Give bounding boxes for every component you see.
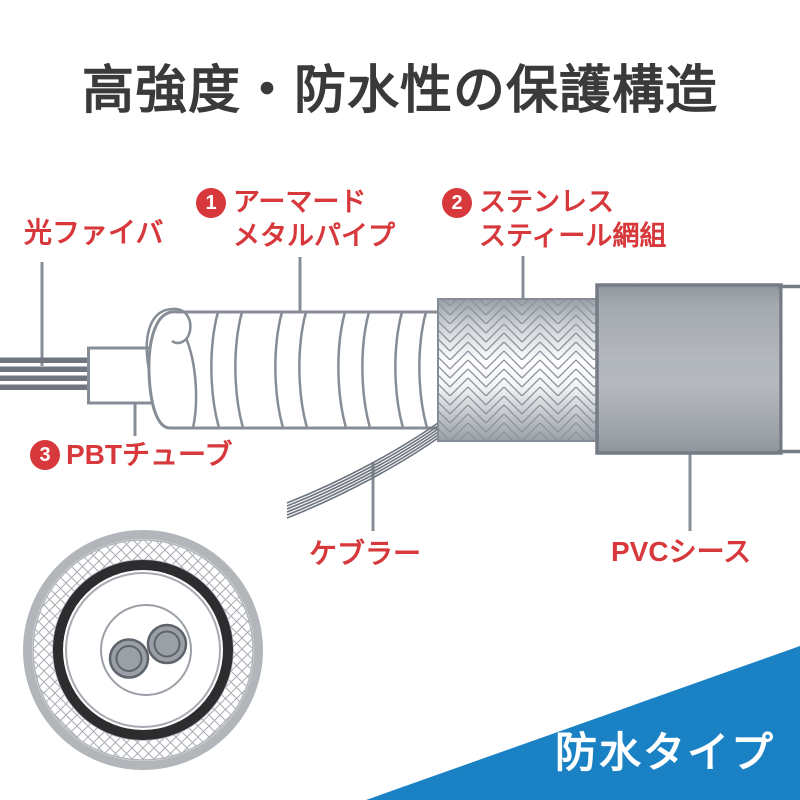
badge-3: 3 <box>30 440 60 470</box>
optical-fibers <box>0 357 92 390</box>
label-stainless-braid: ステンレス スティール網組 <box>479 185 666 253</box>
stainless-steel-braid <box>437 298 598 442</box>
cross-section-diagram <box>23 530 263 770</box>
label-stainless-line1: ステンレス <box>479 187 614 217</box>
label-optical-fiber: 光ファイバ <box>24 217 164 248</box>
kevlar-strands <box>286 412 453 519</box>
page-title: 高強度・防水性の保護構造 <box>81 62 718 120</box>
label-armored-metal-pipe: アーマード メタルパイプ <box>233 185 395 253</box>
waterproof-type-label: 防水タイプ <box>554 729 775 776</box>
label-pbt-tube: PBTチューブ <box>66 439 233 470</box>
cross-section-fibers <box>108 623 188 679</box>
cross-section-braid-ring <box>33 540 253 760</box>
badge-1: 1 <box>196 188 226 218</box>
label-pvc-sheath: PVCシース <box>611 536 752 567</box>
label-armored-line1: アーマード <box>233 187 367 217</box>
pvc-sheath <box>595 283 800 455</box>
badge-2: 2 <box>442 188 472 218</box>
label-kevlar: ケブラー <box>309 538 422 569</box>
label-armored-line2: メタルパイプ <box>233 221 395 251</box>
armored-metal-pipe <box>145 307 442 430</box>
label-stainless-line2: スティール網組 <box>479 221 667 251</box>
